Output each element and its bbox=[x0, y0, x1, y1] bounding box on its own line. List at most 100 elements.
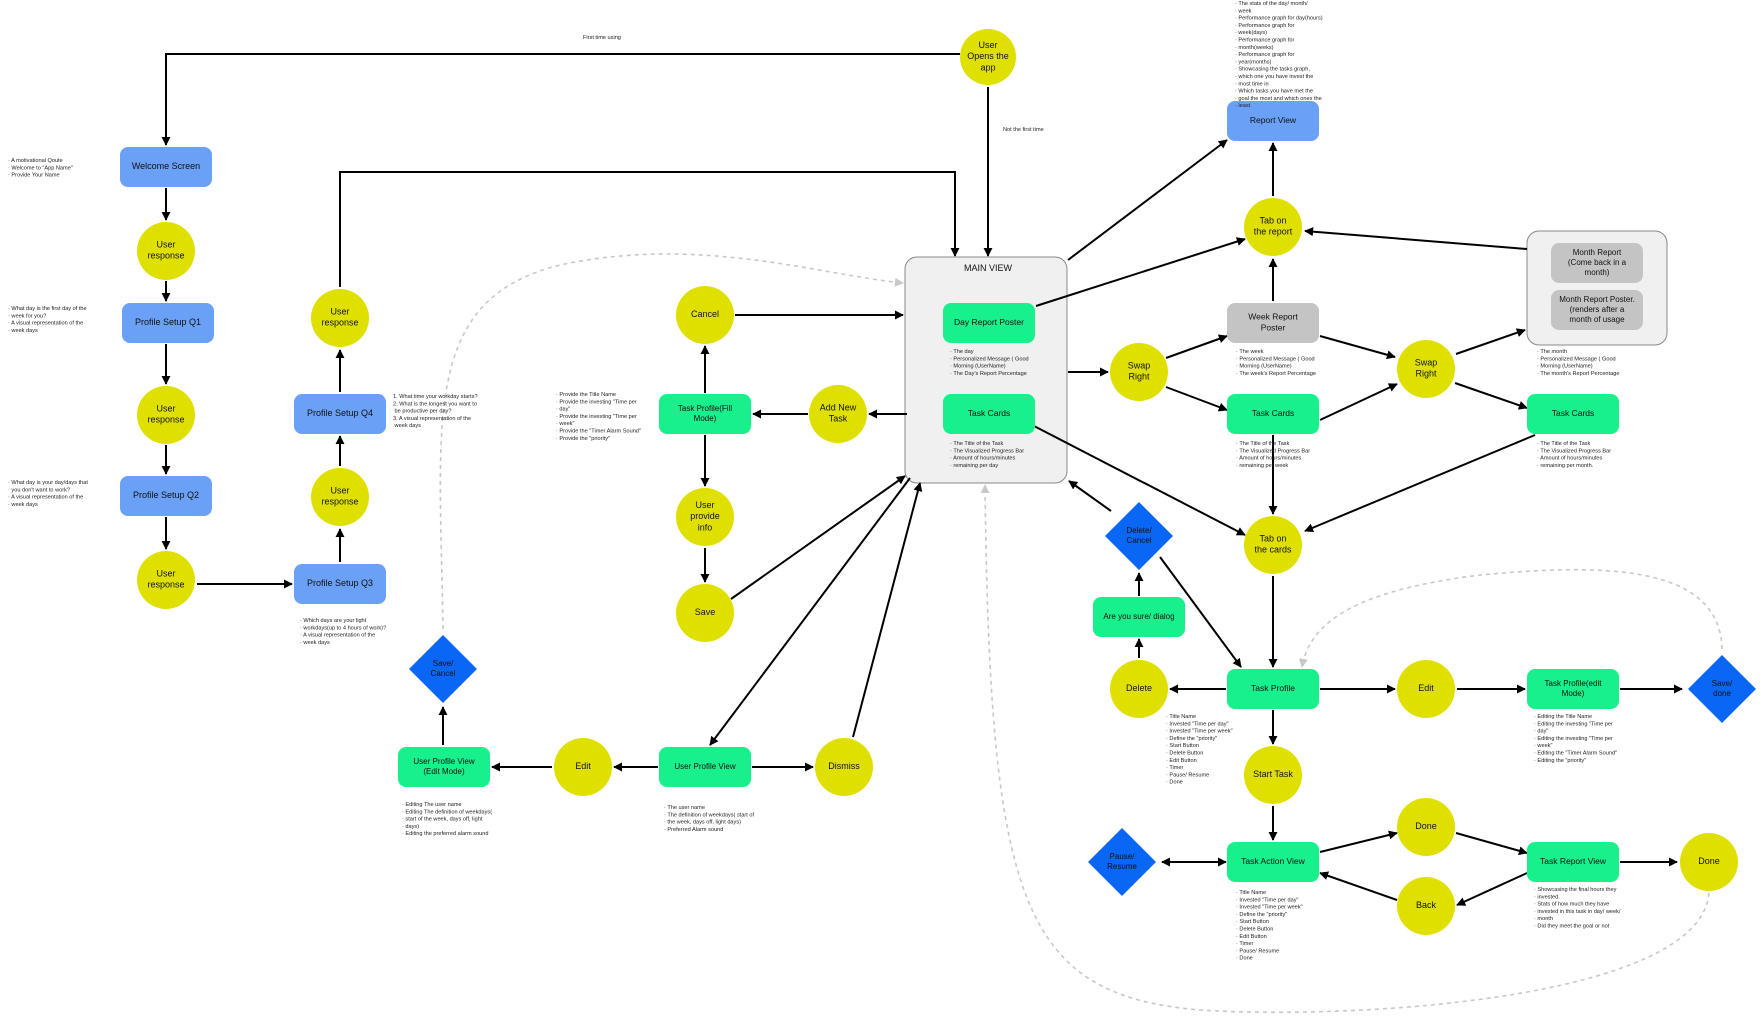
node-q1: Profile Setup Q1 bbox=[122, 303, 214, 343]
node-shape bbox=[1244, 198, 1302, 256]
edge-label-first-time: First time using bbox=[583, 35, 621, 41]
edge-main-reportview bbox=[1067, 139, 1228, 261]
node-shape bbox=[659, 394, 751, 434]
node-label: Done bbox=[1415, 821, 1437, 831]
node-shape bbox=[1397, 877, 1455, 935]
node-delete: Delete bbox=[1110, 660, 1168, 718]
node-shape bbox=[1227, 394, 1319, 434]
node-back: Back bbox=[1397, 877, 1455, 935]
note-day-report: · The day· Personalized Message ( Good· … bbox=[950, 349, 1029, 377]
node-label: Profile Setup Q2 bbox=[133, 490, 199, 500]
node-main-task-cards: Task Cards bbox=[943, 394, 1035, 434]
node-shape bbox=[1105, 502, 1173, 570]
node-label: Task Profile bbox=[1251, 683, 1295, 693]
edge-maincards-tabcards bbox=[1033, 425, 1246, 536]
node-shape bbox=[1527, 669, 1619, 709]
node-label: Profile Setup Q3 bbox=[307, 578, 373, 588]
node-label: Delete/Cancel bbox=[1126, 526, 1152, 545]
node-shape bbox=[1244, 516, 1302, 574]
node-label: Delete bbox=[1126, 683, 1152, 693]
edge-monthpanel-tabreport bbox=[1304, 227, 1528, 250]
node-label: Report View bbox=[1250, 115, 1297, 125]
node-q3: Profile Setup Q3 bbox=[294, 564, 386, 604]
edge-label-not-first: Not the first time bbox=[1003, 127, 1044, 133]
note-task-report: · Showcasing the final hours they· inves… bbox=[1534, 887, 1621, 930]
edge-monthcards-tabcards bbox=[1304, 434, 1536, 533]
node-shape bbox=[398, 747, 490, 787]
edge-save-main bbox=[730, 475, 906, 600]
node-q2: Profile Setup Q2 bbox=[120, 476, 212, 516]
edge-deletecancel-taskprofile bbox=[1159, 556, 1242, 668]
node-label: Cancel bbox=[691, 309, 719, 319]
edge-swap2-monthpanel bbox=[1455, 328, 1526, 355]
node-shape bbox=[294, 394, 386, 434]
edge-action-done1 bbox=[1319, 830, 1398, 853]
node-edit-2: Edit bbox=[1397, 660, 1455, 718]
node-user-profile-edit: User Profile View(Edit Mode) bbox=[398, 747, 490, 787]
node-label: Profile Setup Q4 bbox=[307, 408, 373, 418]
edge-resp5-main bbox=[339, 171, 960, 287]
node-shape bbox=[676, 286, 734, 344]
node-label: Task Action View bbox=[1241, 856, 1305, 866]
note-task-profile-edit: · Editing the Title Name· Editing the in… bbox=[1534, 714, 1617, 764]
node-shape bbox=[1527, 394, 1619, 434]
node-user-profile-view: User Profile View bbox=[659, 747, 751, 787]
node-cancel: Cancel bbox=[676, 286, 734, 344]
node-shape bbox=[815, 738, 873, 796]
edge-week-swap2 bbox=[1319, 335, 1396, 360]
node-save-cancel: Save/Cancel bbox=[409, 635, 477, 703]
note-report-view: · The stats of the day/ month/· week· Pe… bbox=[1235, 1, 1323, 109]
node-week-task-cards: Task Cards bbox=[1227, 394, 1319, 434]
node-start-task: Start Task bbox=[1244, 746, 1302, 804]
node-edit-1: Edit bbox=[554, 738, 612, 796]
note-main-cards: · The Title of the Task· The Visualized … bbox=[950, 441, 1024, 469]
edge-main-userprofile bbox=[709, 477, 911, 746]
edge-day-tabreport bbox=[1035, 237, 1246, 307]
node-pause-resume: Pause/Resume bbox=[1088, 828, 1156, 896]
node-shape bbox=[1110, 343, 1168, 401]
edge-dismiss-main bbox=[852, 482, 923, 738]
node-shape bbox=[659, 747, 751, 787]
node-done-1: Done bbox=[1397, 798, 1455, 856]
node-shape bbox=[960, 29, 1016, 85]
node-are-you-sure: Are you sure/ dialog bbox=[1093, 597, 1185, 637]
node-shape bbox=[943, 394, 1035, 434]
node-save: Save bbox=[676, 584, 734, 642]
note-user-profile-edit: · Editing The user name· Editing The def… bbox=[402, 802, 492, 837]
node-shape bbox=[1244, 746, 1302, 804]
node-shape bbox=[137, 222, 195, 280]
main-view-title: MAIN VIEW bbox=[964, 263, 1013, 273]
node-shape bbox=[1397, 340, 1455, 398]
node-shape bbox=[409, 635, 477, 703]
edge-dashed-savedone-taskprofile bbox=[1298, 568, 1723, 668]
edge-taskreport-back bbox=[1456, 872, 1528, 906]
node-shape bbox=[137, 386, 195, 444]
node-label: Task Cards bbox=[1252, 408, 1295, 418]
node-label: Welcome Screen bbox=[132, 161, 200, 171]
node-shape bbox=[554, 738, 612, 796]
node-dismiss: Dismiss bbox=[815, 738, 873, 796]
node-shape bbox=[120, 476, 212, 516]
node-shape bbox=[1227, 101, 1319, 141]
node-q4: Profile Setup Q4 bbox=[294, 394, 386, 434]
node-welcome: Welcome Screen bbox=[120, 147, 212, 187]
node-delete-cancel: Delete/Cancel bbox=[1105, 502, 1173, 570]
